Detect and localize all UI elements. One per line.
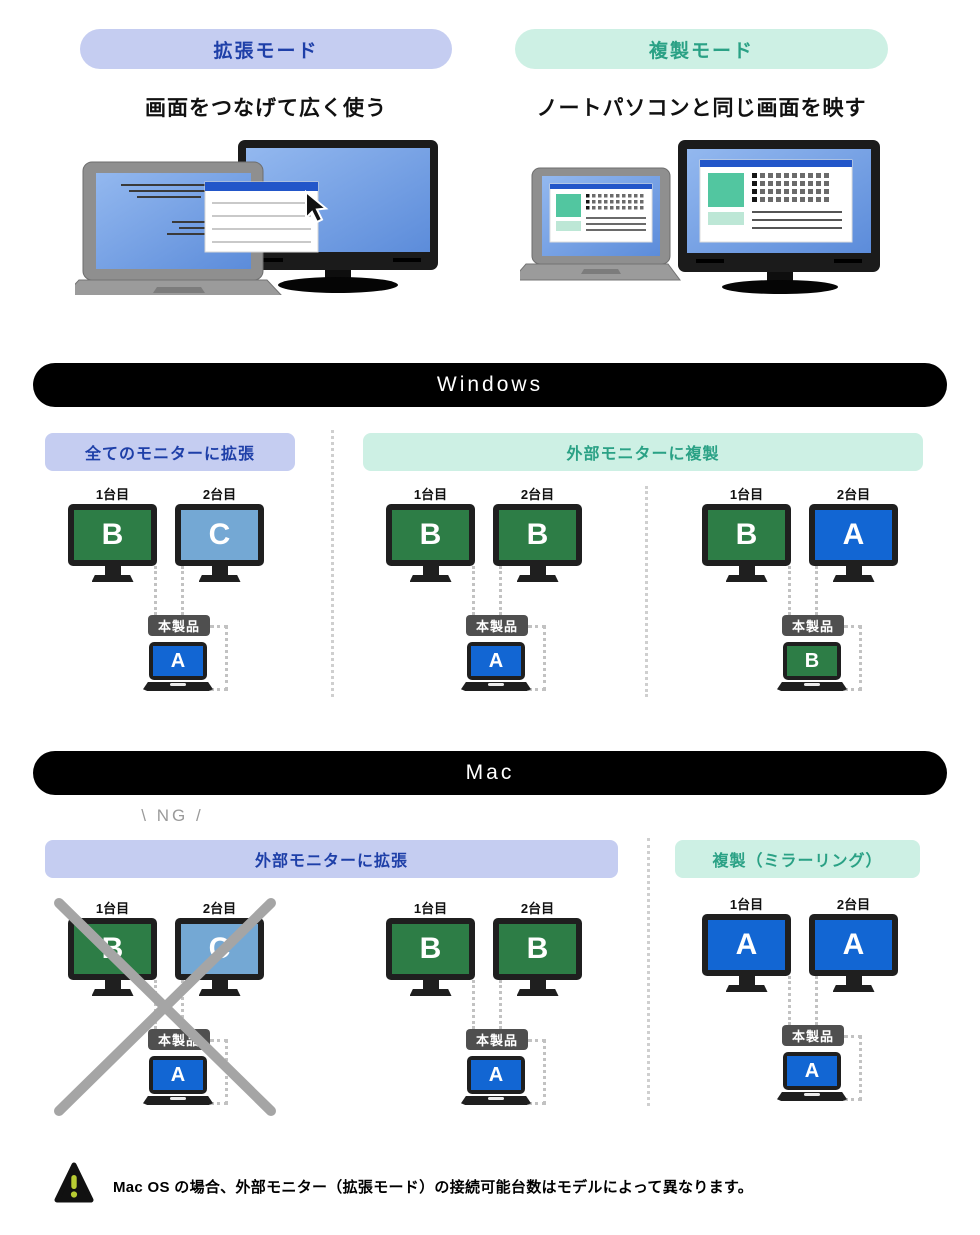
connector-line [181,566,184,615]
screen-letter: B [735,518,758,551]
screen-letter: A [170,650,186,672]
product-badge: 本製品 [466,1029,528,1050]
product-badge: 本製品 [466,615,528,636]
laptop-icon: A [143,642,213,691]
ng-label: \ NG / [141,806,204,825]
screen-letter: A [804,1060,820,1082]
connector-line [528,1039,546,1105]
windows-extend-all-pill: 全てのモニターに拡張 [45,433,295,471]
screen-letter: B [419,932,442,965]
laptop-icon: A [461,642,531,691]
connector-line [844,1035,862,1101]
screen-letter: A [842,518,865,551]
screen-letter: B [804,650,820,672]
mac-group-mirroring: 1台目 2台目 A A 本製品 A [674,894,924,1109]
windows-mirror-external-pill: 外部モニターに複製 [363,433,923,471]
mirror-mode-illustration [520,140,880,294]
monitor-2-label: 2台目 [520,901,555,916]
connector-line [499,566,502,615]
mac-group-extend-ok: 1台目 2台目 B B 本製品 A [358,898,608,1113]
monitor-1-icon: B [702,504,791,582]
connector-line [210,625,228,691]
section-divider [645,486,648,697]
laptop-illustration-icon [520,167,681,281]
monitor-1-label: 1台目 [729,487,764,502]
mirrored-window-icon [549,183,653,243]
connector-line [844,625,862,691]
monitor-2-label: 2台目 [836,487,871,502]
connector-line [788,976,791,1025]
footnote-text: Mac OS の場合、外部モニター（拡張モード）の接続可能台数はモデルによって異… [113,1179,753,1196]
connector-line [181,980,184,1029]
extend-mode-illustration [75,140,438,295]
laptop-icon: A [461,1056,531,1105]
monitor-2-label: 2台目 [202,487,237,502]
screen-letter: A [170,1064,186,1086]
monitor-1-label: 1台目 [729,897,764,912]
screen-letter: B [101,518,124,551]
mirror-mode-description: ノートパソコンと同じ画面を映す [536,97,867,120]
connector-line [528,625,546,691]
product-badge: 本製品 [782,615,844,636]
screen-letter: C [208,518,231,551]
monitor-2-icon: A [809,914,898,992]
screen-letter: A [488,1064,504,1086]
monitor-2-icon: C [175,504,264,582]
mirror-mode-badge: 複製モード [515,29,888,69]
mouse-cursor-icon [305,189,329,224]
connector-line [154,566,157,615]
warning-icon [54,1162,94,1203]
section-divider [331,430,334,697]
mirrored-window-icon [699,159,853,243]
windows-group-extend-all: 1台目 2台目 B C 本製品 A [40,484,290,699]
monitor-1-label: 1台目 [413,487,448,502]
monitor-2-icon: B [493,918,582,996]
screen-letter: B [526,932,549,965]
product-badge: 本製品 [148,615,210,636]
connector-line [815,976,818,1025]
monitor-1-icon: B [68,504,157,582]
mac-mirroring-pill: 複製（ミラーリング） [675,840,920,878]
monitor-2-label: 2台目 [836,897,871,912]
laptop-icon: A [777,1052,847,1101]
monitor-1-label: 1台目 [413,901,448,916]
connector-line [472,980,475,1029]
extend-mode-description: 画面をつなげて広く使う [145,97,387,120]
connector-line [472,566,475,615]
screen-letter: A [842,928,865,961]
product-badge: 本製品 [782,1025,844,1046]
windows-group-mirror-1: 1台目 2台目 B B 本製品 A [358,484,608,699]
windows-group-mirror-2: 1台目 2台目 B A 本製品 B [674,484,924,699]
monitor-2-icon: B [493,504,582,582]
laptop-icon: B [777,642,847,691]
monitor-1-label: 1台目 [95,901,130,916]
spanning-window-icon [204,181,319,253]
mac-extend-external-pill: 外部モニターに拡張 [45,840,618,878]
monitor-1-icon: B [386,504,475,582]
monitor-2-icon: A [809,504,898,582]
extend-mode-badge: 拡張モード [80,29,452,69]
external-monitor-icon [678,140,880,294]
screen-letter: B [419,518,442,551]
monitor-1-label: 1台目 [95,487,130,502]
screen-letter: A [735,928,758,961]
screen-letter: A [488,650,504,672]
monitor-2-label: 2台目 [202,901,237,916]
connector-line [815,566,818,615]
ng-cross-icon [54,898,276,1116]
connector-line [788,566,791,615]
screen-letter: B [526,518,549,551]
connector-line [499,980,502,1029]
monitor-1-icon: B [386,918,475,996]
monitor-2-label: 2台目 [520,487,555,502]
monitor-1-icon: A [702,914,791,992]
laptop-icon: A [143,1056,213,1105]
windows-section-bar: Windows [33,363,947,407]
section-divider [647,838,650,1106]
mac-section-bar: Mac [33,751,947,795]
